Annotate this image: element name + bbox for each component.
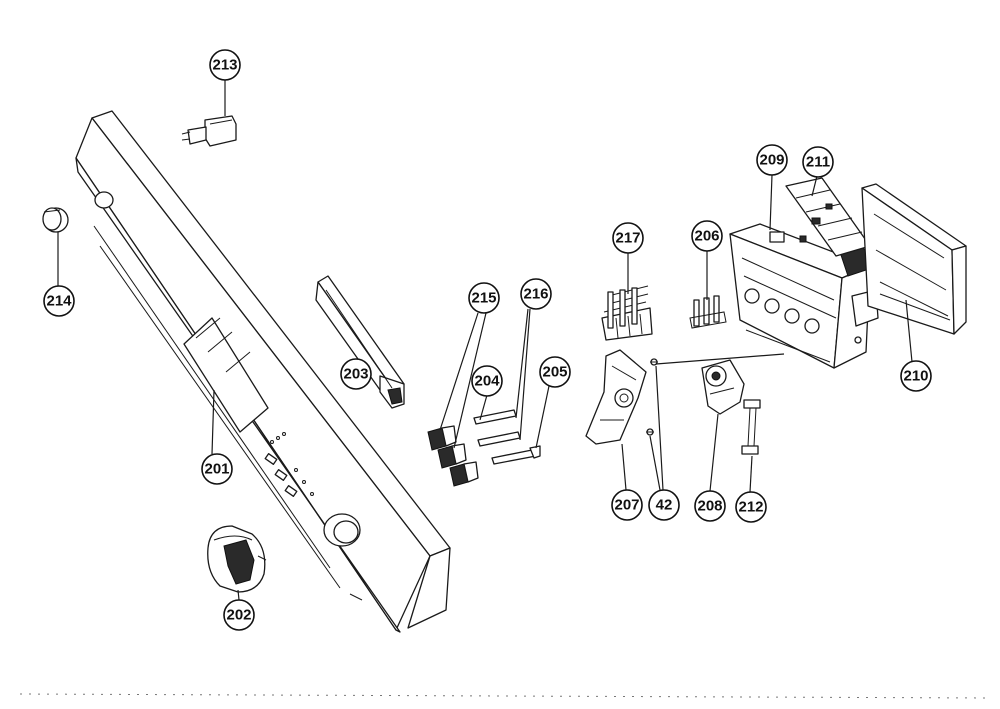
callout-202: 202 (223, 599, 255, 631)
part-205-light-guide (491, 445, 541, 465)
svg-text:204: 204 (474, 373, 500, 390)
part-211-circuit-board (785, 177, 871, 257)
part-201-control-panel (75, 110, 451, 633)
svg-text:211: 211 (806, 154, 830, 171)
part-212-cable (741, 399, 761, 455)
callout-208: 208 (694, 490, 726, 522)
scan-artifact-line (19, 693, 991, 699)
callout-205: 205 (539, 356, 571, 388)
callout-213: 213 (209, 49, 241, 81)
callout-214: 214 (43, 285, 75, 317)
svg-text:210: 210 (903, 368, 928, 385)
part-215-push-buttons (427, 425, 479, 487)
svg-text:202: 202 (226, 607, 251, 624)
svg-text:208: 208 (697, 498, 722, 515)
part-208-selector-board (701, 359, 745, 415)
leader-lines (57, 79, 913, 601)
part-207-frame-bracket (585, 349, 647, 445)
callout-206: 206 (691, 220, 723, 252)
part-203-bracket (315, 275, 405, 409)
callout-203: 203 (340, 358, 372, 390)
callout-211: 211 (802, 146, 834, 178)
callout-217: 217 (612, 222, 644, 254)
callout-209: 209 (756, 144, 788, 176)
svg-text:216: 216 (523, 286, 548, 303)
svg-text:209: 209 (759, 152, 784, 169)
part-213-connector (181, 115, 237, 147)
part-202-rotary-knob (207, 525, 267, 593)
svg-text:215: 215 (471, 290, 496, 307)
callout-201: 201 (201, 453, 233, 485)
svg-text:212: 212 (738, 499, 763, 516)
svg-text:213: 213 (212, 57, 237, 74)
callout-207: 207 (611, 489, 643, 521)
callout-212: 212 (735, 491, 767, 523)
part-217-pin-set (601, 285, 653, 341)
part-206-pin-set (689, 295, 727, 329)
svg-text:217: 217 (615, 230, 640, 247)
svg-text:201: 201 (204, 461, 229, 478)
part-214-knob-cap (42, 207, 69, 233)
svg-text:205: 205 (542, 364, 567, 381)
callout-210: 210 (900, 360, 932, 392)
callout-204: 204 (471, 365, 503, 397)
callout-216: 216 (520, 278, 552, 310)
callout-42: 42 (648, 489, 680, 521)
svg-text:214: 214 (46, 293, 72, 310)
svg-text:42: 42 (656, 497, 673, 514)
part-42-screws (646, 336, 862, 436)
svg-text:206: 206 (694, 228, 719, 245)
svg-text:203: 203 (343, 366, 368, 383)
part-210-rear-cover (861, 183, 967, 335)
callout-215: 215 (468, 282, 500, 314)
svg-text:207: 207 (614, 497, 639, 514)
